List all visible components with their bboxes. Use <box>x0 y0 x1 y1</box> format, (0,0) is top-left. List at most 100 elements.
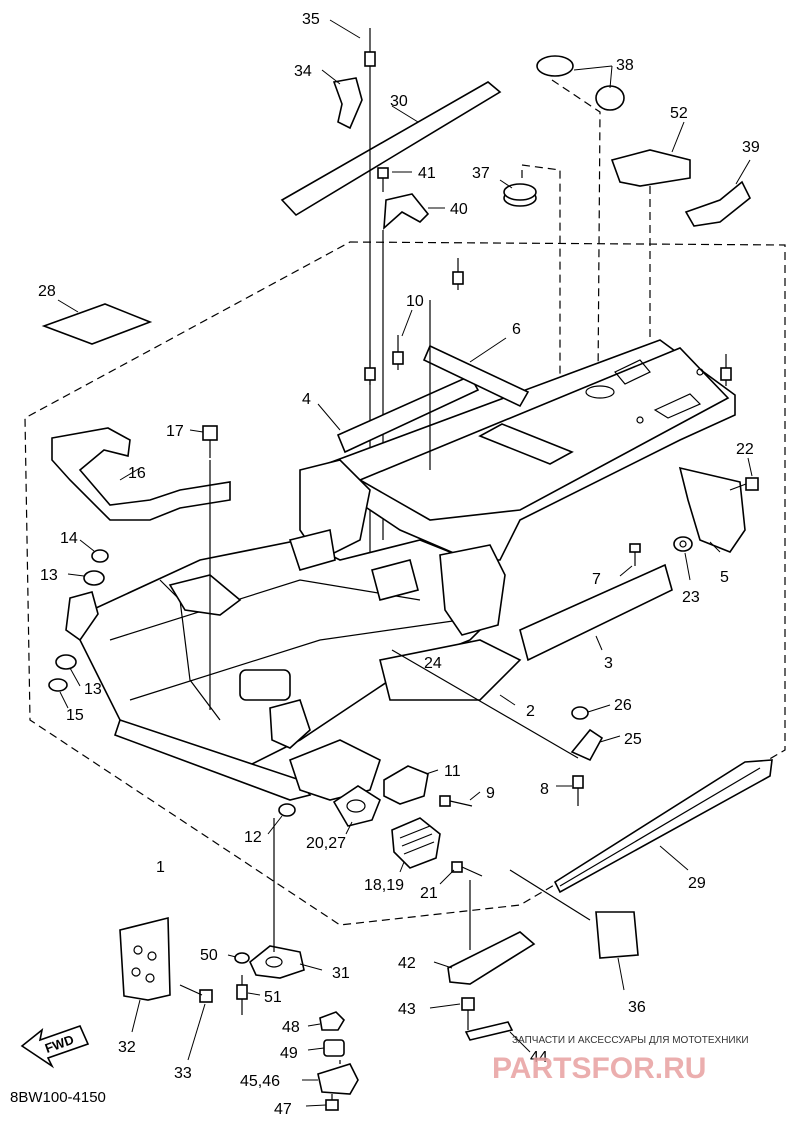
part-7-bolt <box>629 543 641 566</box>
callout-5: 5 <box>720 569 729 586</box>
callout-29: 29 <box>688 875 706 892</box>
diagram-code: 8BW100-4150 <box>10 1089 106 1106</box>
part-38-discs <box>536 55 625 111</box>
frame-stud-center <box>452 258 464 290</box>
callout-38: 38 <box>616 57 634 74</box>
part-2-bracket <box>379 639 522 701</box>
part-42-bracket <box>447 931 536 985</box>
part-4-rail <box>336 374 480 454</box>
part-21-bolt <box>451 861 483 877</box>
part-22-bolt <box>729 477 759 491</box>
part-13-bushing-upper <box>83 570 105 586</box>
part-40-bracket <box>383 193 430 230</box>
part-28-pad <box>41 303 153 345</box>
guide-38 <box>551 79 601 381</box>
callout-11: 11 <box>444 763 461 780</box>
callout-13b: 13 <box>84 681 102 698</box>
part-50-washer <box>234 952 250 964</box>
callout-23: 23 <box>682 589 700 606</box>
callout-21: 21 <box>420 885 438 902</box>
part-3-rail <box>519 563 673 662</box>
guide-37 <box>521 164 561 420</box>
callout-39: 39 <box>742 139 760 156</box>
part-26-nut <box>571 706 589 720</box>
callout-3: 3 <box>604 655 613 672</box>
callout-labels: 12345678910111213131415161718,1920,27212… <box>38 11 760 1118</box>
callout-8: 8 <box>540 781 549 798</box>
frame-stud-left <box>364 350 376 385</box>
callout-17: 17 <box>166 423 184 440</box>
callout-12: 12 <box>244 829 262 846</box>
part-14-bushing <box>91 549 109 563</box>
callout-31: 31 <box>332 965 350 982</box>
callout-32: 32 <box>118 1039 136 1056</box>
callout-42: 42 <box>398 955 416 972</box>
callout-36: 36 <box>628 999 646 1016</box>
callout-2: 2 <box>526 703 535 720</box>
callout-52: 52 <box>670 105 688 122</box>
callout-30: 30 <box>390 93 408 110</box>
callout-34: 34 <box>294 63 312 80</box>
callout-16: 16 <box>128 465 146 482</box>
part-44-strip <box>464 1021 514 1041</box>
callout-6: 6 <box>512 321 521 338</box>
part-33-bolt <box>179 984 213 1003</box>
part-15-bushing <box>48 678 68 692</box>
part-12-nut <box>278 803 296 817</box>
part-43-bolt <box>461 997 475 1030</box>
part-13-bushing-lower <box>55 654 77 670</box>
callout-35: 35 <box>302 11 320 28</box>
callout-45: 45,46 <box>240 1073 280 1090</box>
callout-1: 1 <box>156 859 165 876</box>
part-37-grommet <box>503 183 537 207</box>
part-34-bracket <box>332 77 363 130</box>
callout-49: 49 <box>280 1045 298 1062</box>
callout-50: 50 <box>200 947 218 964</box>
part-6-rail <box>422 344 530 408</box>
callout-43: 43 <box>398 1001 416 1018</box>
part-35-bolt <box>364 28 376 67</box>
part-45-bracket <box>317 1063 359 1095</box>
callout-24: 24 <box>424 655 442 672</box>
part-47-bolt <box>325 1094 339 1111</box>
part-20-mount-plate <box>332 785 381 827</box>
callout-25: 25 <box>624 731 642 748</box>
part-48-nut <box>319 1011 346 1031</box>
part-11-mount <box>383 765 429 805</box>
watermark-caption: ЗАПЧАСТИ И АКСЕССУАРЫ ДЛЯ МОТОТЕХНИКИ <box>512 1035 749 1046</box>
callout-48: 48 <box>282 1019 300 1036</box>
callout-26: 26 <box>614 697 632 714</box>
callout-10: 10 <box>406 293 424 310</box>
callout-47: 47 <box>274 1101 292 1118</box>
frame-stud-rear <box>720 354 732 386</box>
part-36-pad <box>595 911 639 959</box>
callout-18: 18,19 <box>364 877 404 894</box>
part-39-plate <box>684 180 752 227</box>
callout-44: 44 <box>530 1049 548 1066</box>
callout-33: 33 <box>174 1065 192 1082</box>
callout-37: 37 <box>472 165 490 182</box>
fwd-arrow-icon <box>20 1025 90 1069</box>
callout-28: 28 <box>38 283 56 300</box>
callout-14: 14 <box>60 530 78 547</box>
frame-front-left-mount <box>65 591 99 642</box>
part-23-nut <box>673 536 693 552</box>
callout-4: 4 <box>302 391 311 408</box>
part-51-bolt <box>236 975 248 1015</box>
part-5-bracket <box>678 466 746 553</box>
callout-7: 7 <box>592 571 601 588</box>
callout-13a: 13 <box>40 567 58 584</box>
part-49-collar <box>323 1039 345 1057</box>
callout-20: 20,27 <box>306 835 346 852</box>
part-9-bolt <box>439 795 473 807</box>
part-52-plate <box>610 149 691 187</box>
part-25-clamp <box>570 728 604 762</box>
part-8-bolt <box>572 775 584 806</box>
frame-front-lower-bar <box>113 718 312 801</box>
callout-40: 40 <box>450 201 468 218</box>
part-17-bolt <box>202 425 218 458</box>
callout-22: 22 <box>736 441 754 458</box>
callout-41: 41 <box>418 165 436 182</box>
part-30-strip <box>280 81 502 217</box>
part-31-plate <box>249 945 305 979</box>
